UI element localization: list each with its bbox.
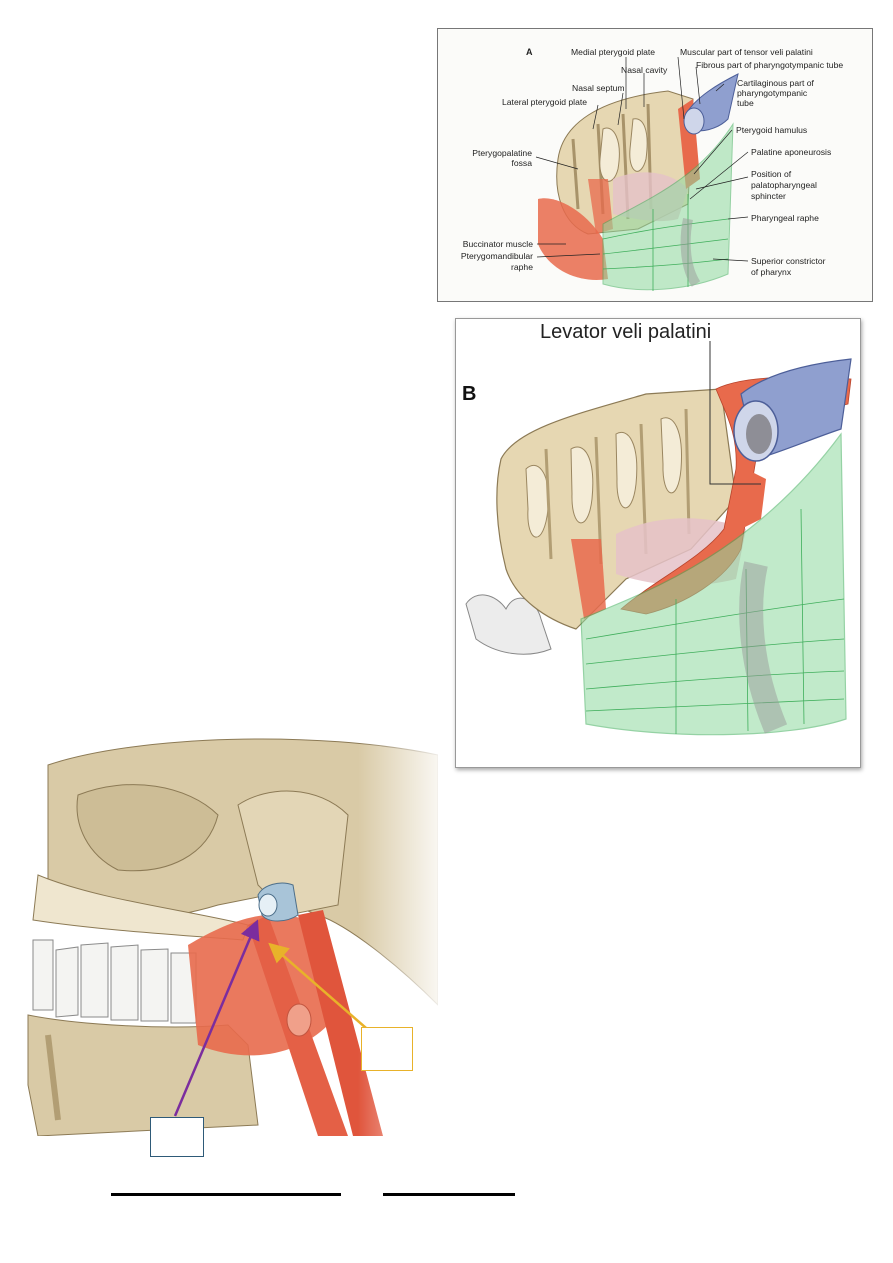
figure-a-illustration <box>535 56 749 291</box>
figure-b-title: Levator veli palatini <box>540 321 712 343</box>
label-pterygoid-hamulus: Pterygoid hamulus <box>736 125 808 135</box>
label-cartilaginous-part-line2: pharyngotympanic <box>737 88 808 98</box>
figure-b-illustration <box>465 341 852 736</box>
answer-blank-line-1[interactable] <box>111 1193 341 1196</box>
label-superior-constrictor-line2: of pharynx <box>751 267 792 277</box>
figure-c-drawing <box>27 725 438 1136</box>
label-lateral-pterygoid-plate: Lateral pterygoid plate <box>502 97 588 107</box>
label-pterygomandibular-raphe-line1: Pterygomandibular <box>460 251 533 261</box>
label-cartilaginous-part-line1: Cartilaginous part of <box>737 78 814 88</box>
label-fibrous-part-tube: Fibrous part of pharyngotympanic tube <box>696 60 844 70</box>
label-pterygopalatine-fossa-line2: fossa <box>511 158 532 168</box>
label-superior-constrictor-line1: Superior constrictor <box>751 256 826 266</box>
figure-c-skull-illustration <box>18 725 438 1136</box>
figure-a-panel: A Medial pterygoid plate Nasal cavity Na… <box>437 28 873 302</box>
label-medial-pterygoid-plate: Medial pterygoid plate <box>571 47 656 57</box>
label-pterygopalatine-fossa-line1: Pterygopalatine <box>472 148 532 158</box>
label-nasal-septum: Nasal septum <box>572 83 625 93</box>
label-position-of-line1: Position of <box>751 169 792 179</box>
figure-b-panel: Levator veli palatini B <box>455 318 861 768</box>
figure-b-letter: B <box>462 383 477 405</box>
label-nasal-cavity: Nasal cavity <box>621 65 668 75</box>
label-pterygomandibular-raphe-line2: raphe <box>511 262 533 272</box>
answer-blank-line-2[interactable] <box>383 1193 515 1196</box>
label-palatine-aponeurosis: Palatine aponeurosis <box>751 147 832 157</box>
label-pharyngeal-raphe: Pharyngeal raphe <box>751 213 819 223</box>
answer-box-yellow[interactable] <box>361 1027 413 1071</box>
label-cartilaginous-part-line3: tube <box>737 98 754 108</box>
label-position-of-line2: palatopharyngeal <box>751 180 817 190</box>
figure-a-letter: A <box>526 47 533 57</box>
label-buccinator-muscle: Buccinator muscle <box>462 239 533 249</box>
label-position-of-line3: sphincter <box>751 191 786 201</box>
answer-box-blue[interactable] <box>150 1117 204 1157</box>
label-muscular-part-tensor-veli-palatini: Muscular part of tensor veli palatini <box>680 47 813 57</box>
